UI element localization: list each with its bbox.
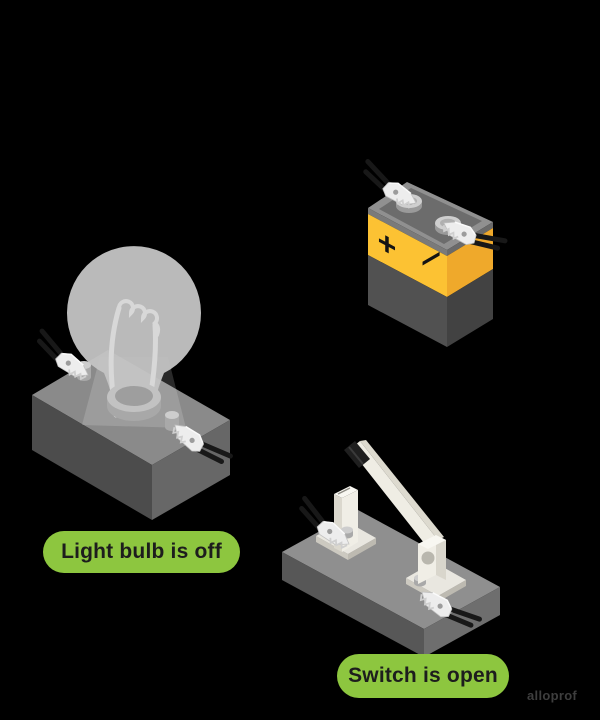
bulb-caption-text: Light bulb is off bbox=[61, 540, 222, 563]
switch-base bbox=[282, 510, 500, 657]
battery-illustration: + − bbox=[330, 155, 530, 347]
bulb-glass bbox=[67, 246, 201, 403]
switch-pivot-bracket bbox=[418, 535, 446, 584]
alloprof-watermark: alloprof bbox=[527, 688, 578, 703]
bulb-collar bbox=[107, 382, 161, 421]
battery-negative-symbol: − bbox=[421, 234, 441, 283]
battery-positive-symbol: + bbox=[378, 222, 397, 268]
pivot-hole bbox=[421, 551, 435, 565]
switch-caption-pill: Switch is open bbox=[337, 654, 509, 698]
switch-illustration bbox=[282, 440, 500, 657]
switch-caption-text: Switch is open bbox=[348, 664, 498, 687]
light-bulb-illustration bbox=[20, 246, 270, 520]
switch-lever bbox=[344, 440, 444, 552]
bulb-caption-pill: Light bulb is off bbox=[43, 531, 240, 573]
